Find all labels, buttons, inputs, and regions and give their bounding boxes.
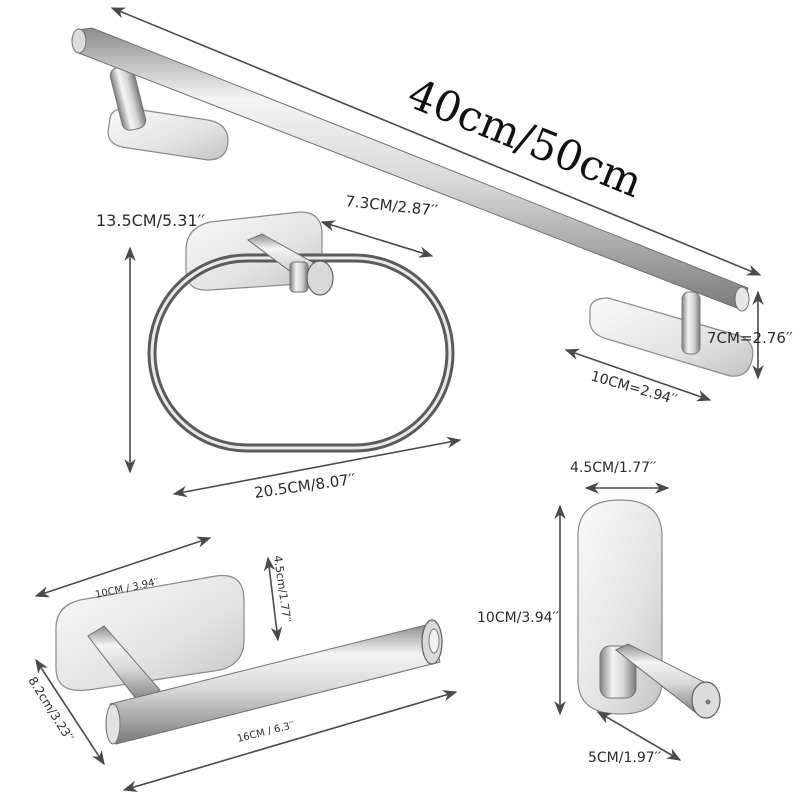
towel-ring-height-label: 13.5CM/5.31′′ [96,211,205,230]
paper-holder-arm [87,625,161,705]
towel-bar-right-plate [589,297,754,377]
towel-ring-depth-arrow [320,220,434,258]
towel-bar-base-arrow [564,348,712,402]
paper-holder-plate [55,574,245,692]
paper-holder-base-length-arrow [34,536,212,598]
robe-hook-height-label: 10CM/3.94′′ [477,610,559,626]
towel-ring-depth-label: 7.3CM/2.87′′ [345,192,439,220]
towel-bar-length-arrow [110,7,762,276]
paper-holder-rod-base [105,703,121,745]
towel-ring: 13.5CM/5.31′′ 7.3CM/2.87′′ 20.5CM/8.07′′ [96,192,462,502]
towel-ring-width-arrow [172,436,462,498]
paper-holder: 10CM / 3.94′′ 4.5cm/1.77′′ 8.2cm/3.23′′ … [25,536,458,792]
towel-bar-left-end [71,28,87,54]
paper-holder-base-width-arrow [263,556,283,642]
paper-holder-rod-length-arrow [122,690,458,792]
robe-hook-cap [691,681,721,719]
towel-bar-base-label: 10CM=2.94′′ [589,368,679,408]
robe-hook-depth-label: 5CM/1.97′′ [588,750,661,766]
paper-holder-depth-arrow [35,658,105,766]
towel-bar-right-end [734,286,750,312]
robe-hook-cap-dot [705,699,711,705]
robe-hook-depth-arrow [596,711,682,761]
robe-hook: 4.5CM/1.77′′ 10CM/3.94′′ 5CM/1.97′′ [477,460,721,766]
paper-holder-rod-cap-inner [428,628,440,654]
robe-hook-width-label: 4.5CM/1.77′′ [570,460,656,476]
towel-bar-right-post [681,291,701,355]
towel-ring-cap [306,260,334,296]
towel-ring-collar [289,261,309,293]
towel-bar-rod [75,27,749,311]
towel-ring-width-label: 20.5CM/8.07′′ [253,470,357,502]
towel-bar-height-label: 7CM=2.76′′ [707,329,793,347]
